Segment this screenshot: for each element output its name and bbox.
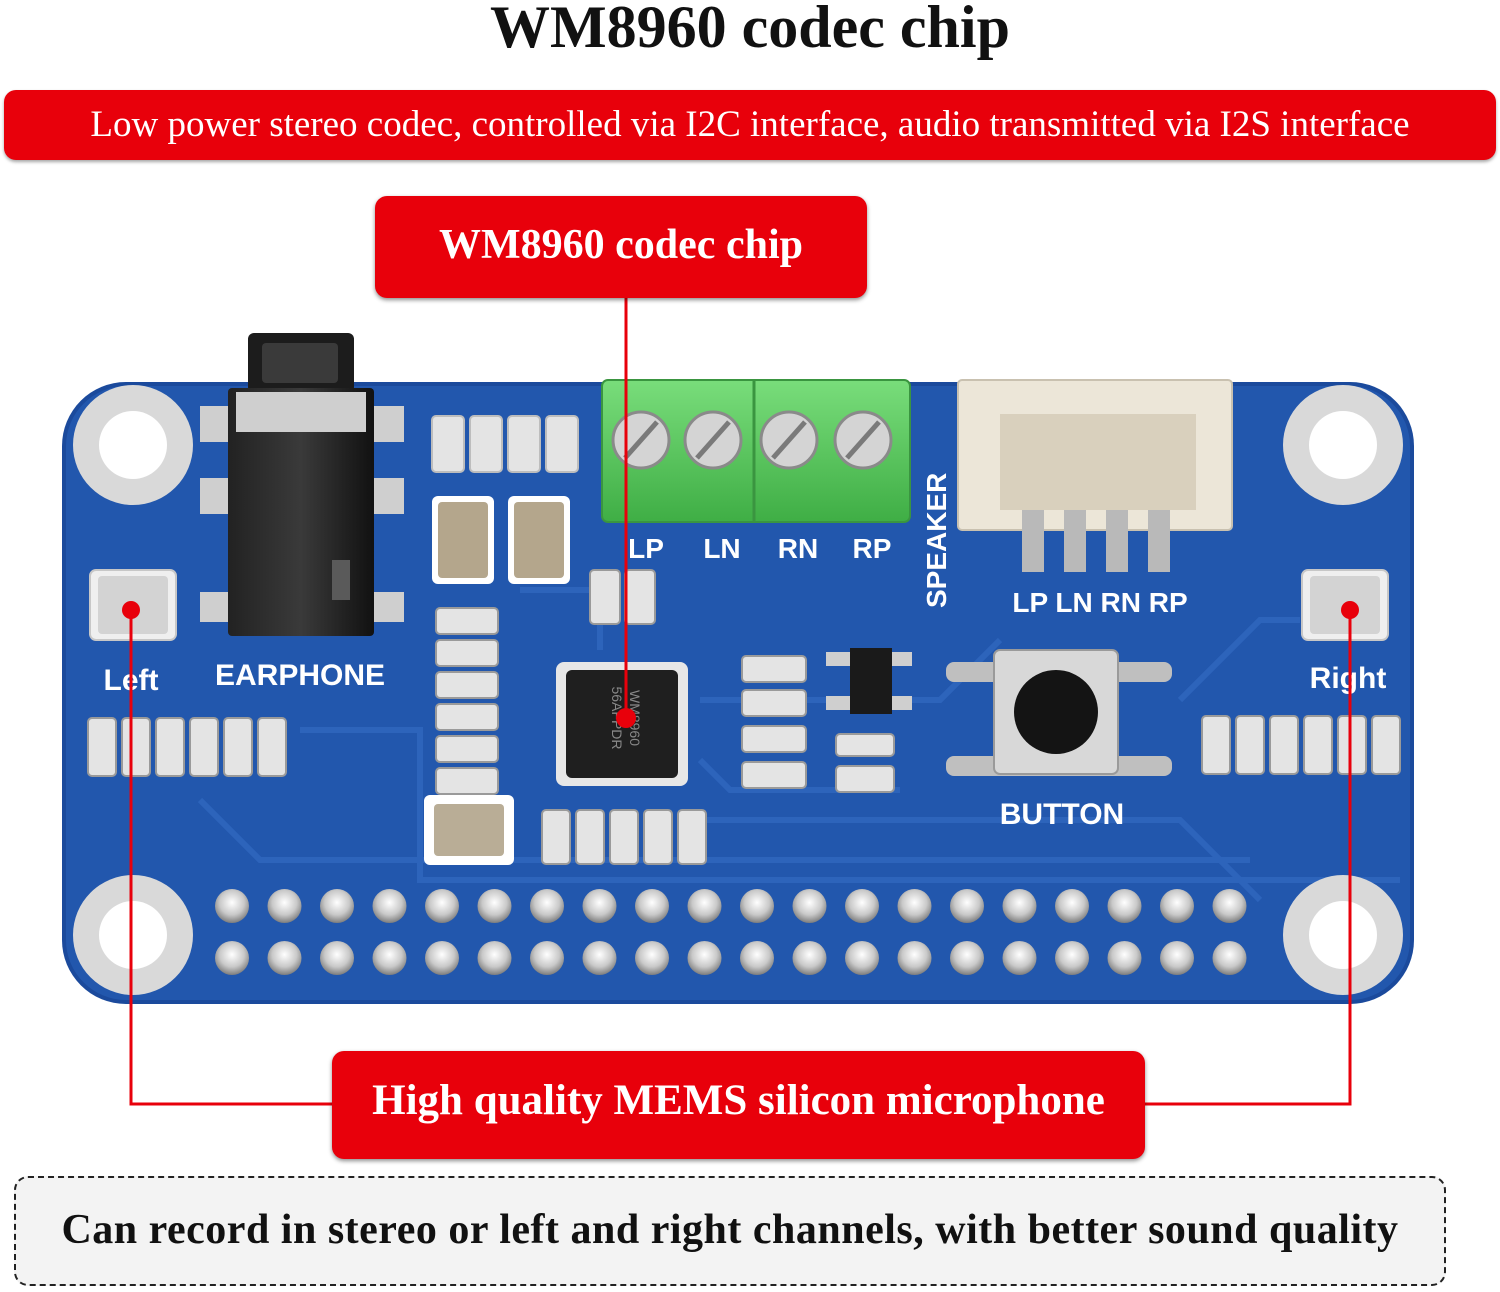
gpio-pad bbox=[687, 941, 722, 975]
gpio-pad bbox=[1002, 889, 1037, 923]
gpio-pad bbox=[267, 941, 302, 975]
chip-callout: WM8960 codec chip bbox=[375, 196, 867, 298]
gpio-pad bbox=[897, 941, 932, 975]
gpio-pad bbox=[635, 941, 669, 975]
capacitor bbox=[508, 496, 570, 584]
mounting-hole bbox=[1283, 385, 1403, 505]
gpio-pad bbox=[215, 889, 249, 923]
gpio-pad bbox=[320, 889, 354, 923]
earphone-jack bbox=[200, 333, 404, 636]
gpio-pad bbox=[425, 941, 459, 975]
gpio-pad bbox=[897, 889, 932, 923]
capacitor bbox=[432, 496, 494, 584]
gpio-pad bbox=[1212, 889, 1247, 923]
mounting-hole bbox=[1283, 875, 1403, 995]
gpio-pad bbox=[477, 941, 512, 975]
gpio-pad bbox=[740, 941, 774, 975]
gpio-pad bbox=[477, 889, 512, 923]
gpio-pad bbox=[1212, 941, 1247, 975]
callout-leader-lines bbox=[129, 298, 1352, 1106]
gpio-pad bbox=[845, 889, 879, 923]
gpio-pad bbox=[687, 889, 722, 923]
gpio-pad bbox=[320, 941, 354, 975]
gpio-pad bbox=[1160, 889, 1194, 923]
footer-caption: Can record in stereo or left and right c… bbox=[14, 1176, 1446, 1286]
button-label: BUTTON bbox=[1000, 798, 1124, 831]
gpio-pad bbox=[1160, 941, 1194, 975]
right-mic-marker-dot bbox=[1341, 601, 1359, 619]
right-mic-label: Right bbox=[1310, 662, 1387, 695]
gpio-pad bbox=[950, 941, 984, 975]
gpio-pad bbox=[372, 941, 407, 975]
gpio-pad bbox=[792, 941, 827, 975]
gpio-pad bbox=[1002, 941, 1037, 975]
gpio-pad bbox=[582, 941, 617, 975]
speaker-connector bbox=[957, 379, 1233, 572]
gpio-pad bbox=[1107, 941, 1142, 975]
gpio-pad bbox=[582, 889, 617, 923]
feature-banner: Low power stereo codec, controlled via I… bbox=[4, 90, 1496, 160]
gpio-pad bbox=[267, 889, 302, 923]
connector-pins-label: LP LN RN RP bbox=[1012, 587, 1187, 618]
transistor bbox=[826, 648, 912, 714]
gpio-pad bbox=[1107, 889, 1142, 923]
terminal-ln-label: LN bbox=[703, 533, 740, 564]
speaker-terminal-block bbox=[601, 379, 911, 523]
gpio-pad bbox=[635, 889, 669, 923]
chip-marker-dot bbox=[616, 708, 636, 728]
microphone-callout: High quality MEMS silicon microphone bbox=[332, 1051, 1145, 1159]
tactile-button bbox=[946, 649, 1172, 776]
mounting-hole bbox=[73, 875, 193, 995]
gpio-header bbox=[215, 889, 1247, 975]
page-title: WM8960 codec chip bbox=[490, 0, 1010, 60]
mounting-hole bbox=[73, 385, 193, 505]
speaker-label: SPEAKER bbox=[921, 473, 952, 608]
gpio-pad bbox=[425, 889, 459, 923]
left-mic-marker-dot bbox=[122, 601, 140, 619]
gpio-pad bbox=[530, 889, 564, 923]
terminal-lp-label: LP bbox=[628, 533, 664, 564]
gpio-pad bbox=[792, 889, 827, 923]
gpio-pad bbox=[740, 889, 774, 923]
gpio-pad bbox=[845, 941, 879, 975]
gpio-pad bbox=[1055, 889, 1089, 923]
gpio-pad bbox=[215, 941, 249, 975]
gpio-pad bbox=[1055, 941, 1089, 975]
terminal-rn-label: RN bbox=[778, 533, 818, 564]
terminal-rp-label: RP bbox=[853, 533, 892, 564]
gpio-pad bbox=[950, 889, 984, 923]
crystal-oscillator bbox=[424, 795, 514, 865]
gpio-pad bbox=[530, 941, 564, 975]
gpio-pad bbox=[372, 889, 407, 923]
earphone-label: EARPHONE bbox=[215, 659, 385, 692]
